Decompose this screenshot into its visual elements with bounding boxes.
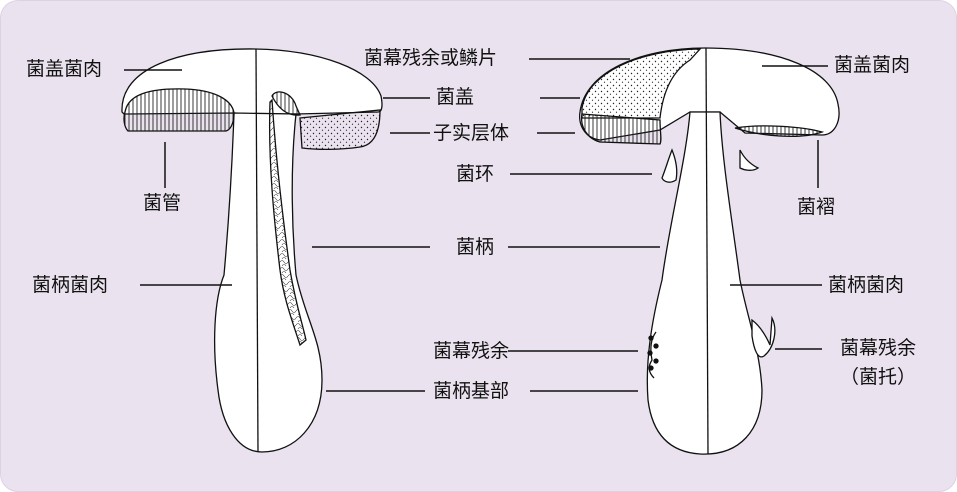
left-cut-line: [255, 48, 259, 453]
right-ring: [661, 148, 678, 183]
right-mushroom: [579, 47, 840, 455]
label-right-stem-flesh: 菌柄菌肉: [828, 274, 905, 296]
label-cap: 菌盖: [436, 86, 475, 108]
left-tubes: [123, 88, 235, 132]
label-stem: 菌柄: [456, 236, 495, 258]
label-veil-scales: 菌幕残余或鳞片: [364, 47, 498, 69]
right-cut-line: [705, 47, 709, 455]
right-volva: [751, 315, 776, 358]
label-volva-line1: 菌幕残余: [839, 337, 916, 359]
label-right-gills: 菌褶: [797, 196, 836, 218]
left-cut-cavity: [271, 91, 301, 116]
right-ring-cut: [739, 149, 760, 171]
right-cap-warts: [581, 48, 702, 119]
left-stem-mesh: [268, 98, 307, 347]
left-cut-hymenium: [299, 109, 381, 151]
left-stem: [213, 112, 323, 453]
right-gills: [580, 113, 662, 145]
label-left-tubes: 菌管: [143, 192, 182, 214]
label-veil-remnant: 菌幕残余: [433, 340, 510, 362]
label-ring: 菌环: [456, 163, 495, 185]
label-left-cap-flesh: 菌盖菌肉: [26, 58, 103, 80]
label-right-cap-flesh: 菌盖菌肉: [834, 54, 911, 76]
right-gills-cut: [734, 125, 825, 138]
right-stem: [646, 111, 763, 455]
leader-lines: [124, 58, 828, 392]
label-volva-line2: （菌托）: [839, 366, 916, 388]
label-hymenium: 子实层体: [433, 122, 510, 144]
left-mushroom: [121, 48, 383, 453]
label-left-stem-flesh: 菌柄菌肉: [32, 274, 109, 296]
label-stem-base: 菌柄基部: [433, 380, 510, 402]
